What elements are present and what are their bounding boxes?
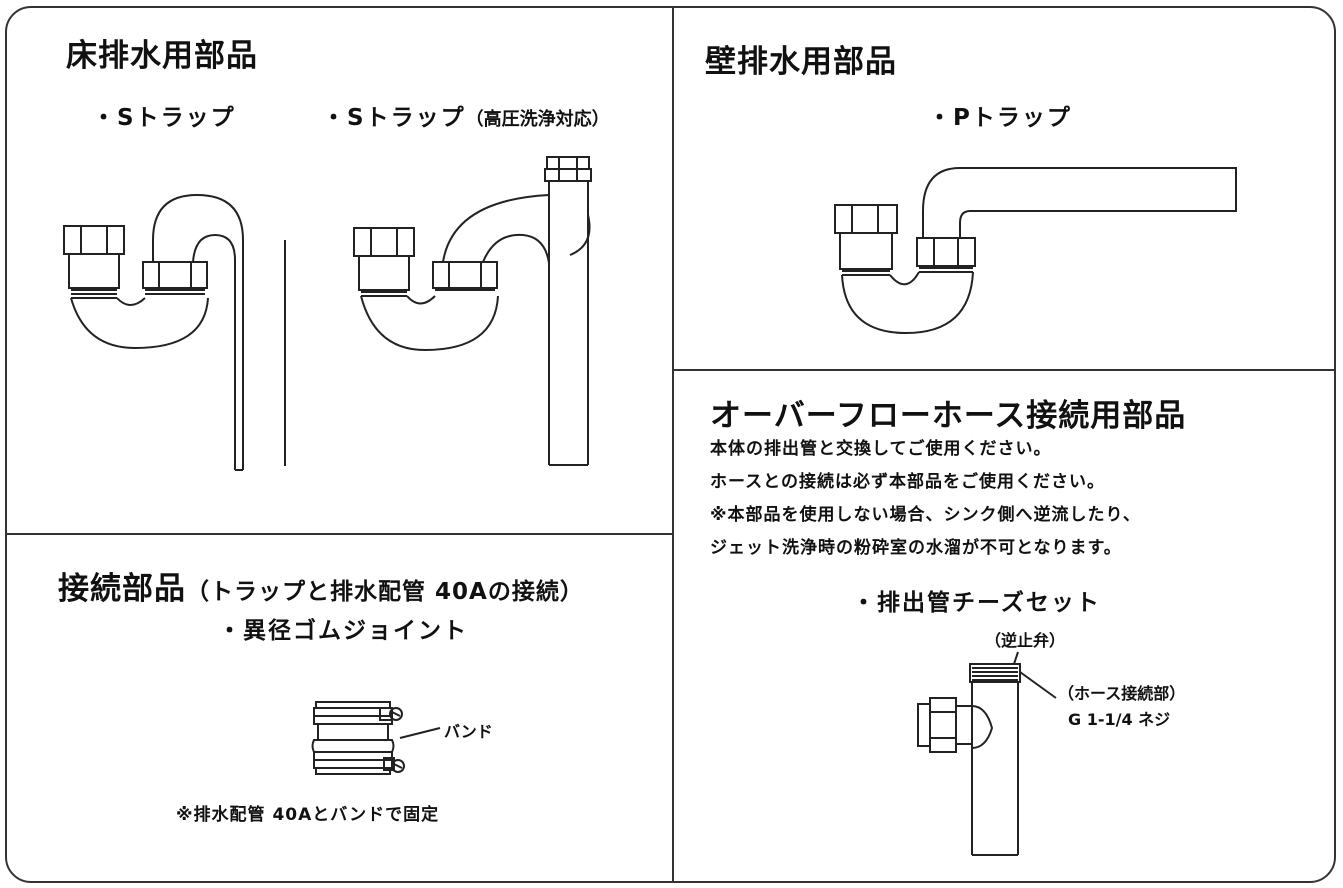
diagram-frame xyxy=(5,6,1336,883)
p-trap-label: ・Pトラップ xyxy=(928,105,1072,131)
s-trap-hp-drawing xyxy=(353,156,592,466)
p-trap-drawing xyxy=(834,167,1237,335)
rubber-joint-label: ・異径ゴムジョイント xyxy=(218,618,468,644)
overflow-section-title: オーバーフローホース接続用部品 xyxy=(710,398,1187,434)
right-horizontal-divider xyxy=(673,369,1336,371)
s-trap-drawing xyxy=(63,193,286,471)
connection-title-main: 接続部品 xyxy=(58,571,186,607)
tee-set-label: ・排出管チーズセット xyxy=(852,590,1101,616)
s-trap-hp-label: ・Sトラップ（高圧洗浄対応） xyxy=(322,98,610,132)
band-label: バンド xyxy=(444,722,493,741)
tee-set-drawing xyxy=(917,651,1057,856)
overflow-note-line-3: ※本部品を使用しない場合、シンク側へ逆流したり、 xyxy=(710,505,1141,525)
overflow-note-line-2: ホースとの接続は必ず本部品をご使用ください。 xyxy=(710,472,1105,492)
check-valve-label: （逆止弁） xyxy=(985,631,1066,650)
connection-title-suffix: （トラップと排水配管 40Aの接続） xyxy=(186,579,584,605)
thread-spec-label: G 1-1/4 ネジ xyxy=(1068,710,1171,729)
overflow-note-line-4: ジェット洗浄時の粉砕室の水溜が不可となります。 xyxy=(710,538,1122,558)
s-trap-hp-label-main: ・Sトラップ xyxy=(322,105,466,131)
rubber-joint-drawing xyxy=(311,701,441,775)
floor-section-title: 床排水用部品 xyxy=(66,38,258,74)
vertical-divider xyxy=(672,6,674,883)
connection-section-title: 接続部品（トラップと排水配管 40Aの接続） xyxy=(58,563,584,608)
wall-section-title: 壁排水用部品 xyxy=(705,44,897,80)
left-horizontal-divider xyxy=(5,533,673,535)
connection-note: ※排水配管 40Aとバンドで固定 xyxy=(176,805,440,825)
overflow-note-line-1: 本体の排出管と交換してご使用ください。 xyxy=(710,439,1052,459)
s-trap-label: ・Sトラップ xyxy=(92,105,236,131)
s-trap-hp-label-suffix: （高圧洗浄対応） xyxy=(465,109,610,130)
hose-connection-label: （ホース接続部） xyxy=(1058,684,1186,703)
